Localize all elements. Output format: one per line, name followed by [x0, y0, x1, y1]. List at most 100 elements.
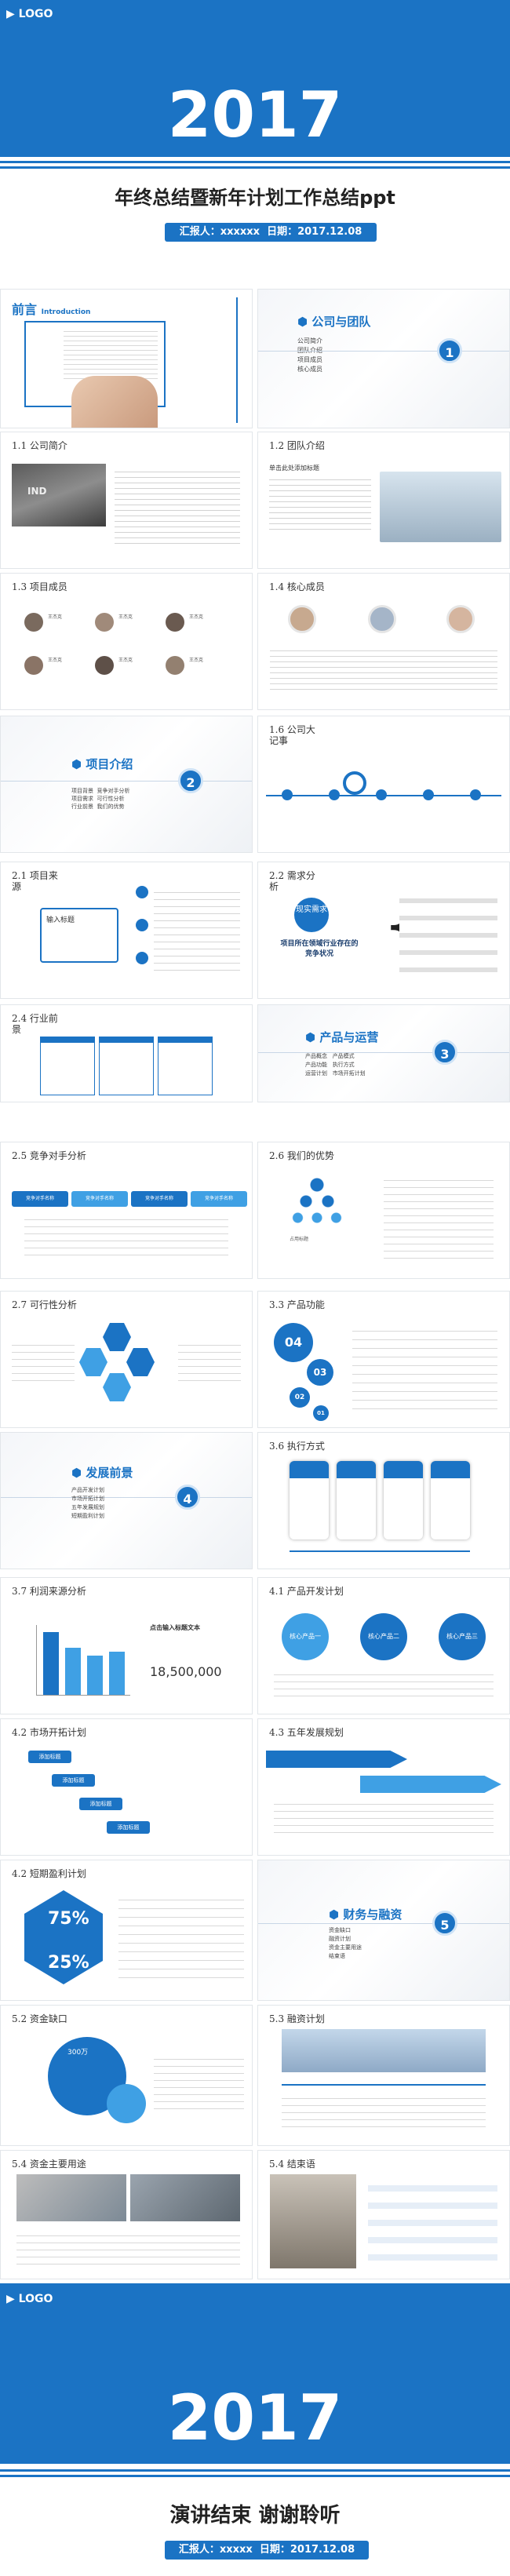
bar — [87, 1656, 103, 1695]
slide-title: 3.6 执行方式 — [269, 1441, 325, 1452]
company-description — [115, 467, 240, 545]
slide-title: 4.1 产品开发计划 — [269, 1586, 344, 1597]
cover-info-bar: 汇报人：xxxxxx 日期：2017.12.08 — [165, 223, 377, 242]
slide-2-5: 2.5 竞争对手分析 竞争对手名称 竞争对手名称 竞争对手名称 竞争对手名称 — [0, 1142, 253, 1279]
product-circle: 核心产品三 — [439, 1613, 486, 1660]
fund-gap-amount: 300万 — [67, 2049, 89, 2057]
cover-slide: ▶ LOGO 2017 年终总结暨新年计划工作总结ppt 汇报人：xxxxxx … — [0, 0, 510, 267]
closing-year: 2017 — [167, 2381, 343, 2454]
slide-1-2: 1.2 团队介绍 单击此处添加标题 — [257, 432, 510, 569]
member-name: 王杰克 — [48, 614, 63, 620]
closing-stripe-1 — [0, 2469, 510, 2472]
pct-25: 25% — [48, 1953, 89, 1973]
slide-5-4-usage: 5.4 资金主要用途 — [0, 2150, 253, 2279]
product-circle: 核心产品一 — [282, 1613, 329, 1660]
member-name: 王杰克 — [118, 658, 133, 663]
advantage-text — [384, 1174, 494, 1260]
exec-card — [290, 1461, 329, 1539]
section1-slide: ⬢ 公司与团队 公司简介 团队介绍 项目成员 核心成员 1 — [257, 289, 510, 428]
section4-heading: ⬢ 发展前景 — [71, 1466, 133, 1480]
bar — [109, 1652, 125, 1695]
slide-title: 1.6 公司大记事 — [269, 724, 315, 746]
slide-4-2-profit: 4.2 短期盈利计划 75% 25% — [0, 1860, 253, 2001]
profit-headline: 点击输入标题文本 — [150, 1624, 200, 1631]
demand-list — [399, 886, 497, 980]
competitor-arrow: 竞争对手名称 — [71, 1191, 128, 1207]
team-subtitle: 单击此处添加标题 — [269, 465, 319, 472]
timeline-pin — [282, 789, 293, 800]
function-bubble-03: 03 — [307, 1359, 333, 1386]
preface-slide: 前言 Introduction — [0, 289, 253, 428]
step-text — [154, 886, 240, 972]
hex-tile — [103, 1373, 131, 1401]
slide-4-2: 4.2 市场开拓计划 添加标题 添加标题 添加标题 添加标题 — [0, 1718, 253, 1856]
function-bubble-02: 02 — [290, 1387, 310, 1408]
profit-notes — [118, 1892, 244, 1986]
section3-heading: ⬢ 产品与运营 — [305, 1030, 379, 1044]
section1-list: 公司简介 团队介绍 项目成员 核心成员 — [297, 337, 322, 373]
preface-right-line — [236, 297, 238, 423]
competitor-arrow: 竞争对手名称 — [12, 1191, 68, 1207]
advantage-label: 占用标题 — [290, 1237, 309, 1242]
demand-circle: 现实需求 — [294, 898, 329, 932]
avatar — [95, 656, 114, 675]
closing-photo — [270, 2174, 356, 2268]
people-pyramid-icon — [290, 1174, 344, 1229]
usage-photo — [130, 2174, 240, 2221]
hex-tile — [126, 1348, 155, 1376]
source-box: 输入标题 — [40, 908, 118, 963]
slide-title: 2.1 项目来源 — [12, 870, 58, 892]
section5-number-badge: 5 — [432, 1911, 457, 1936]
hexagon-cluster — [79, 1323, 173, 1417]
plan-arrow-2 — [360, 1776, 501, 1793]
exec-card — [431, 1461, 470, 1539]
fund-gap-small-circle — [107, 2084, 146, 2123]
function-bubble-04: 04 — [274, 1323, 313, 1362]
avatar — [24, 613, 43, 632]
slide-2-4: 2.4 行业前景 — [0, 1004, 253, 1102]
feasibility-right — [178, 1339, 241, 1386]
slide-title: 1.1 公司简介 — [12, 440, 67, 451]
office-image: IND — [12, 464, 106, 526]
avatar — [288, 605, 316, 633]
closing-title: 演讲结束 谢谢聆听 — [169, 2504, 341, 2527]
section2-slide: ⬢ 项目介绍 2 项目背景 竞争对手分析 项目需求 可行性分析 行业前景 我们的… — [0, 716, 253, 853]
hex-icon: ⬢ — [305, 1030, 316, 1044]
hex-icon: ⬢ — [297, 315, 308, 329]
slide-2-1: 2.1 项目来源 输入标题 — [0, 862, 253, 999]
slide-4-3: 4.3 五年发展规划 — [257, 1718, 510, 1856]
section2-number-badge: 2 — [178, 768, 203, 793]
member-name: 王杰克 — [118, 614, 133, 620]
cover-year: 2017 — [167, 78, 343, 151]
slide-3-3: 3.3 产品功能 04 03 02 01 — [257, 1291, 510, 1428]
plan-arrow-1 — [266, 1751, 407, 1768]
slide-title: 1.3 项目成员 — [12, 581, 67, 592]
slide-3-7: 3.7 利润来源分析 点击输入标题文本 18,500,000 — [0, 1577, 253, 1714]
member-name: 王杰克 — [189, 614, 204, 620]
fund-gap-notes — [154, 2053, 244, 2115]
section1-number-badge: 1 — [437, 338, 462, 363]
hex-icon: ⬢ — [71, 757, 82, 771]
exec-card — [337, 1461, 376, 1539]
product-notes — [274, 1668, 494, 1700]
slide-title: 1.4 核心成员 — [269, 581, 325, 592]
member-name: 王杰克 — [189, 658, 204, 663]
closing-slide: ▶ LOGO 2017 演讲结束 谢谢聆听 汇报人：xxxxx 日期：2017.… — [0, 2283, 510, 2576]
team-photo — [380, 472, 501, 542]
cover-stripe-2 — [0, 166, 510, 169]
pct-75: 75% — [48, 1909, 89, 1929]
section2-list: 项目背景 竞争对手分析 项目需求 可行性分析 行业前景 我们的优势 — [71, 788, 130, 810]
financing-line — [282, 2084, 486, 2086]
source-box-title: 输入标题 — [46, 916, 75, 924]
team-text — [269, 475, 371, 530]
financing-notes — [282, 2092, 486, 2131]
market-step: 添加标题 — [28, 1751, 71, 1763]
slide-title: 4.3 五年发展规划 — [269, 1727, 344, 1738]
slide-1-1: 1.1 公司简介 IND — [0, 432, 253, 569]
product-circle: 核心产品二 — [360, 1613, 407, 1660]
slide-5-3: 5.3 融资计划 — [257, 2005, 510, 2146]
prospect-card — [40, 1037, 95, 1095]
slide-title: 5.3 融资计划 — [269, 2013, 325, 2024]
slide-title: 2.4 行业前景 — [12, 1013, 58, 1035]
function-bubble-01: 01 — [313, 1405, 329, 1421]
